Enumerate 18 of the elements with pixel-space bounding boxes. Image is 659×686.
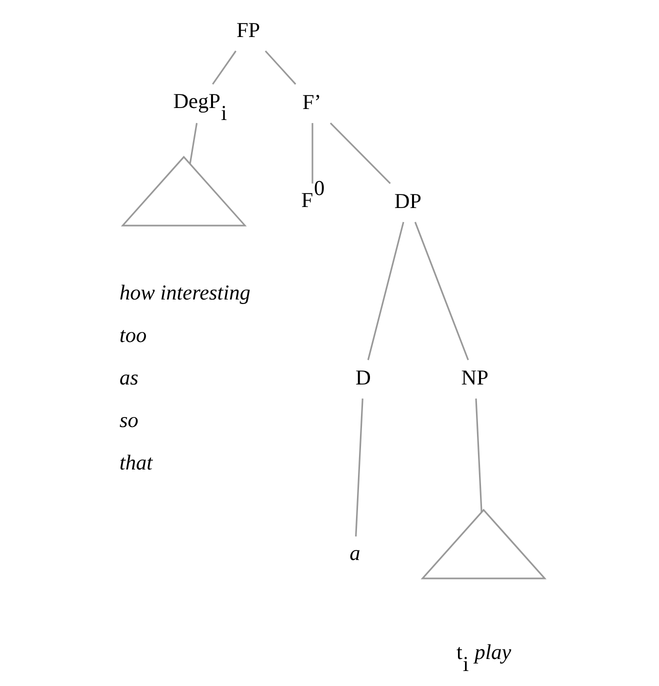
connector [354, 398, 363, 537]
connector [212, 50, 236, 85]
node-text: F’ [302, 90, 321, 114]
connector [311, 123, 313, 184]
node-text: how interesting too as so that [119, 280, 250, 475]
node-text: D [355, 365, 370, 390]
node-text: NP [460, 365, 488, 390]
connector [366, 222, 404, 360]
node-triangle [120, 156, 246, 226]
connector [414, 222, 468, 360]
connector [474, 398, 482, 512]
connector [188, 122, 198, 164]
connector [329, 122, 390, 184]
node-text: DP [394, 188, 421, 213]
node-triangle [420, 508, 546, 580]
connector [264, 50, 296, 85]
node-text: FP [236, 18, 260, 42]
node-text: a [349, 540, 360, 565]
